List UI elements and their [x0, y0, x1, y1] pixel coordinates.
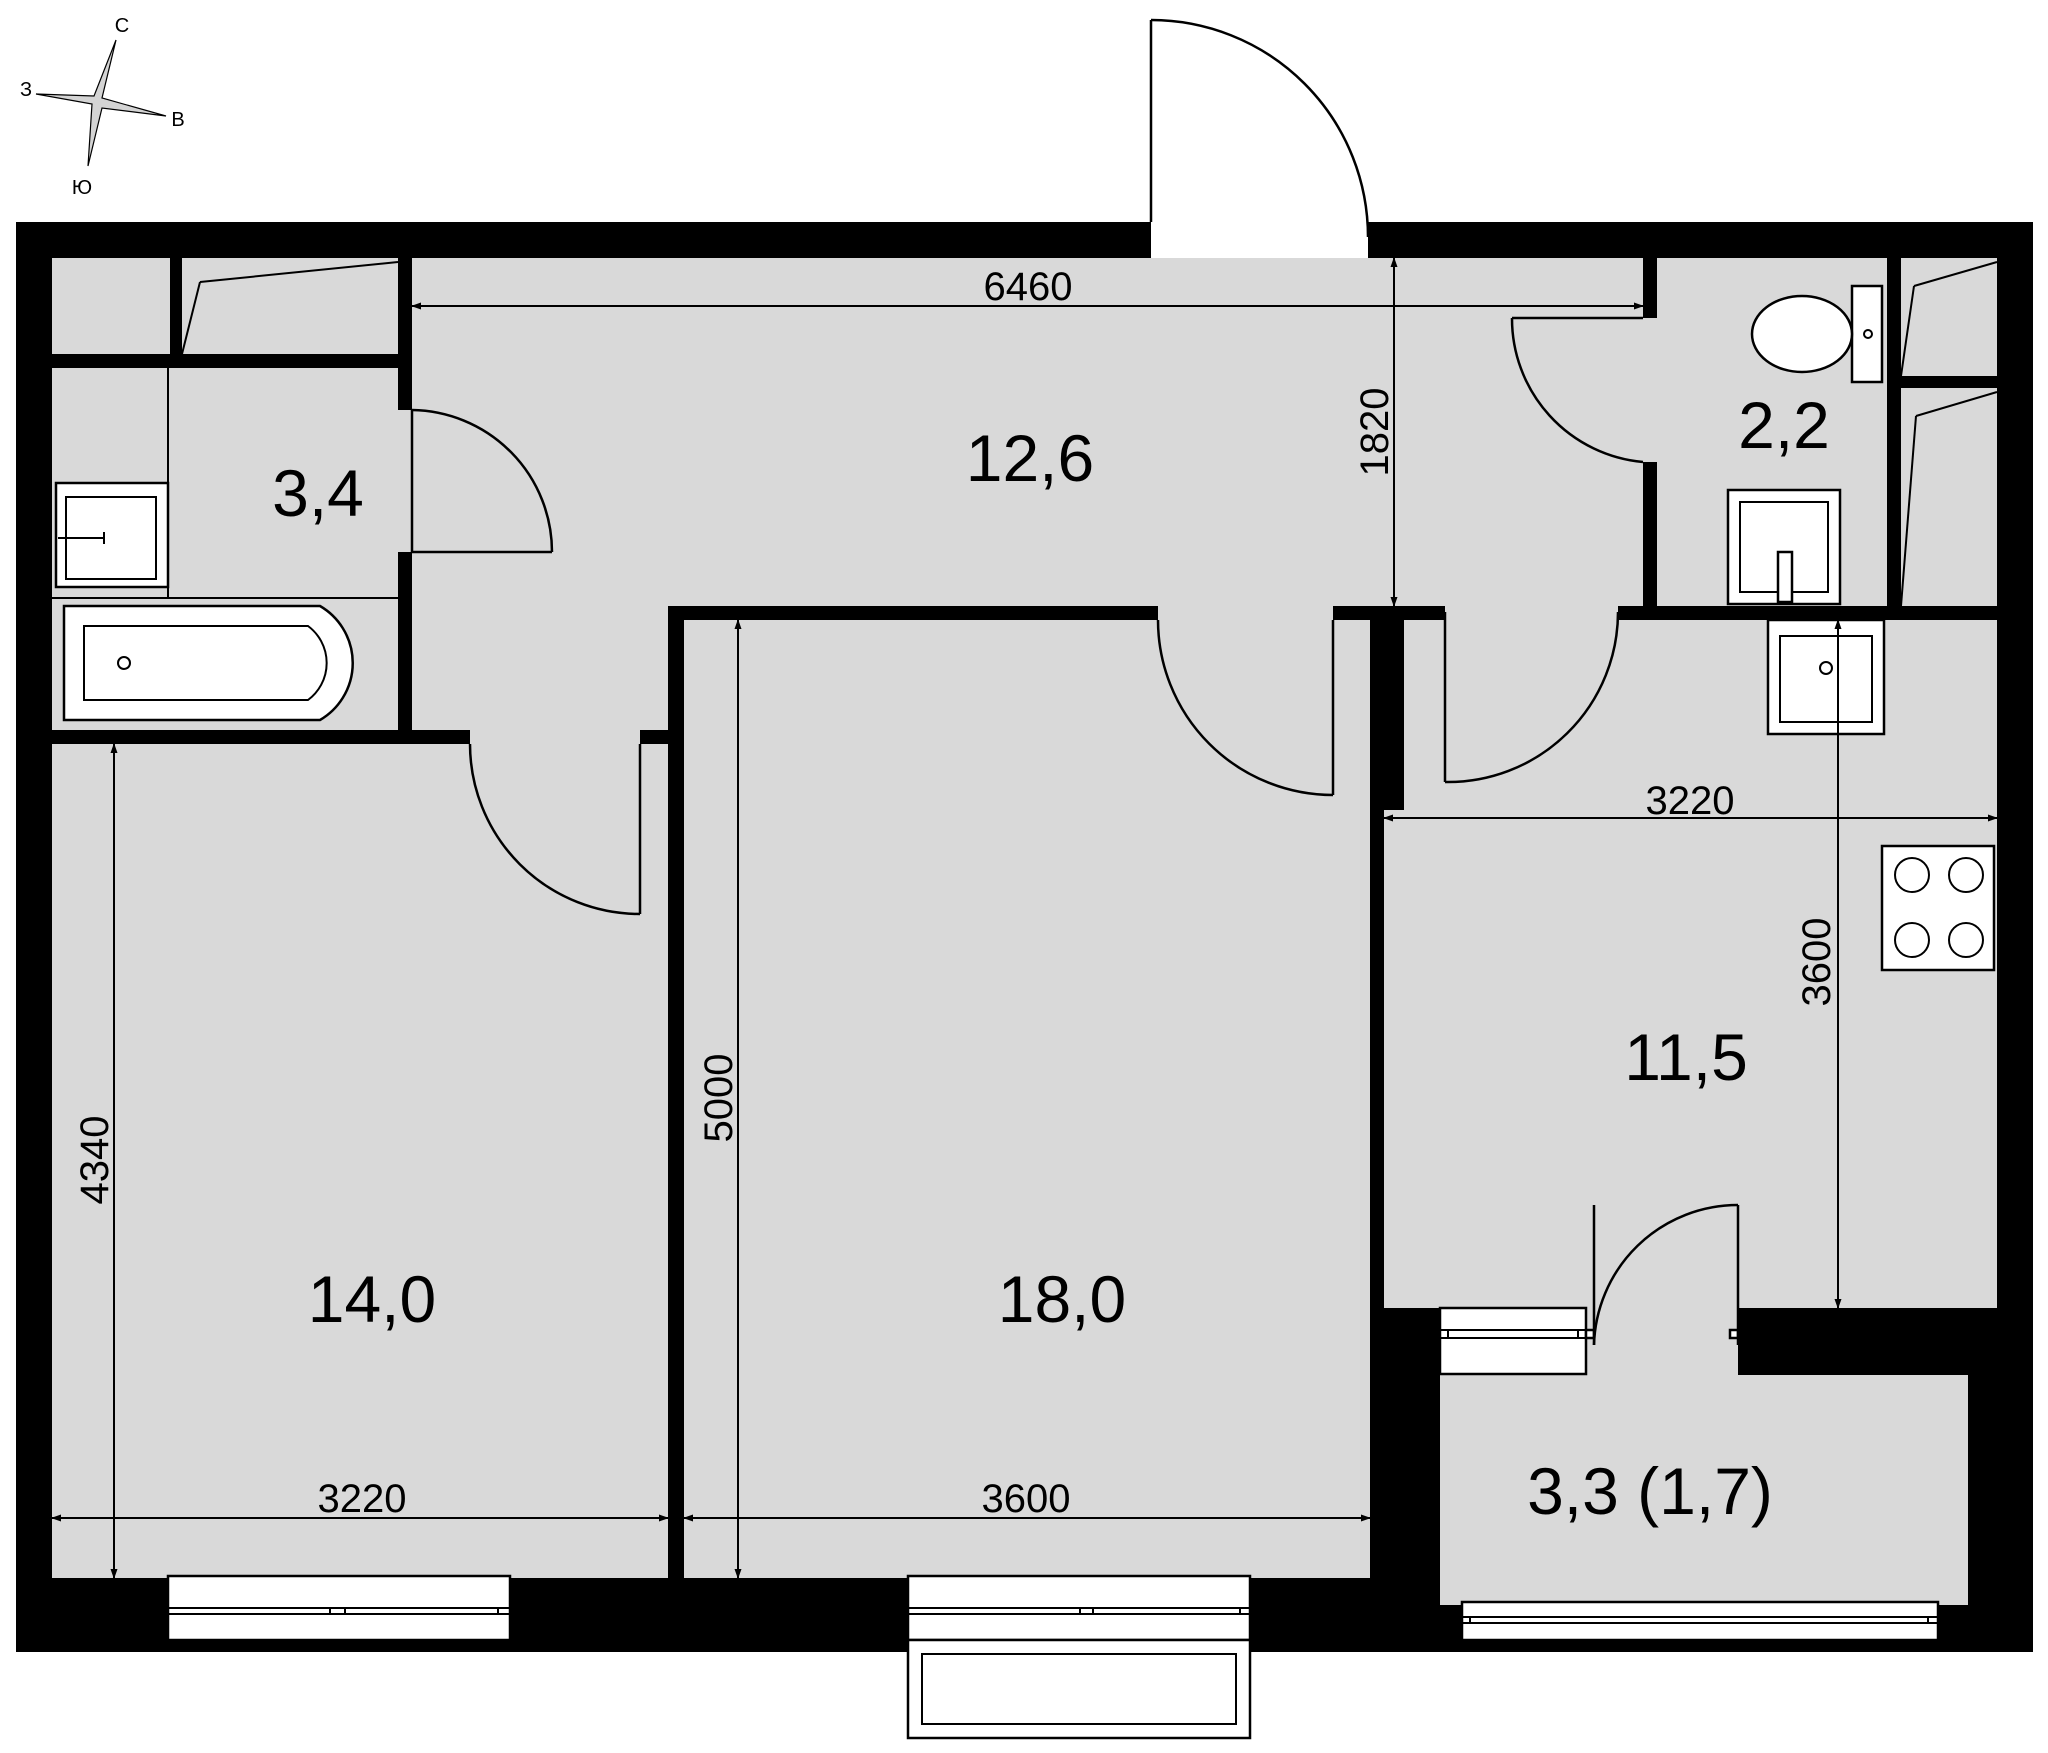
room-area-wc: 2,2 — [1738, 388, 1830, 462]
wall-wc-left-lower — [1643, 462, 1657, 620]
door-balcony — [1592, 1203, 1740, 1346]
stove — [1880, 844, 1996, 972]
compass-east: В — [171, 109, 184, 131]
wall-living-top-right — [1333, 606, 1445, 620]
door-living — [1156, 619, 1335, 797]
wall-storage-bottom — [52, 354, 408, 368]
compass-north: С — [115, 15, 129, 37]
wall-shaft-divider — [1901, 376, 1997, 388]
door-bathroom — [410, 408, 554, 554]
burner-icon — [1894, 922, 1930, 958]
drain-icon — [117, 656, 131, 670]
compass-west: З — [20, 79, 32, 101]
wall-living-top — [668, 606, 1158, 620]
dim-kitchen-width: 3220 — [1646, 779, 1735, 823]
dim-bedroom-width: 3220 — [318, 1477, 407, 1521]
floor-main — [52, 258, 1997, 1578]
wall-wc-bottom — [1618, 606, 1997, 620]
wall-top-left — [16, 222, 1151, 258]
wall-kitchen-left — [1370, 810, 1384, 1310]
wall-kitchen-left-post — [1370, 620, 1404, 810]
wall-kitchen-balcony — [1738, 1308, 1997, 1375]
burner-icon — [1948, 857, 1984, 893]
wc-sink — [1726, 488, 1842, 606]
bathroom-partition — [52, 368, 398, 599]
room-area-bedroom: 14,0 — [308, 1262, 436, 1336]
doors — [410, 18, 1740, 1346]
wall-wc-right — [1887, 258, 1901, 618]
french-balcony-living — [906, 1638, 1252, 1740]
wall-bedroom-living — [668, 606, 684, 1578]
dim-living-width: 3600 — [982, 1477, 1071, 1521]
windows — [166, 1306, 1940, 1740]
dim-hall-depth: 1820 — [1353, 388, 1397, 477]
fixtures — [52, 261, 1998, 972]
dim-bedroom-depth: 4340 — [73, 1116, 117, 1205]
wall-left — [16, 222, 52, 1652]
floor-balcony — [1440, 1375, 1968, 1605]
window-balcony — [1460, 1600, 1940, 1642]
compass: С В Ю З — [20, 15, 185, 199]
dimension-lines — [51, 257, 1998, 1579]
wall-bath-bottom-stub — [640, 730, 672, 744]
kitchen-sink — [1766, 618, 1886, 736]
room-area-bathroom: 3,4 — [272, 456, 364, 530]
door-entrance — [1149, 18, 1370, 258]
wall-bath-right-lower — [398, 552, 412, 730]
wall-bath-right-upper — [398, 258, 412, 410]
door-kitchen — [1443, 611, 1620, 784]
door-wc — [1510, 316, 1644, 464]
window-kitchen-balcony — [1438, 1306, 1740, 1376]
window-living — [906, 1574, 1252, 1642]
bathroom-sink — [54, 481, 170, 589]
wall-storage-divider — [170, 258, 182, 354]
wall-wc-left-upper — [1643, 258, 1657, 318]
wall-top-right — [1368, 222, 2033, 258]
window-bedroom — [166, 1574, 512, 1642]
dim-hall-width: 6460 — [984, 265, 1073, 309]
dim-living-depth: 5000 — [697, 1054, 741, 1143]
dim-kitchen-depth: 3600 — [1795, 918, 1839, 1007]
wall-bath-bottom — [52, 730, 470, 744]
room-area-living: 18,0 — [998, 1262, 1126, 1336]
compass-rose-icon — [35, 39, 167, 167]
floor-areas — [52, 258, 1997, 1605]
burner-icon — [1894, 857, 1930, 893]
shaft-closet-lower — [1900, 391, 1998, 607]
compass-south: Ю — [72, 177, 92, 199]
door-bedroom — [468, 743, 642, 916]
wall-balcony-left — [1370, 1308, 1440, 1652]
dimension-labels: 6460 1820 3220 3600 4340 3220 5000 3600 — [73, 265, 1839, 1521]
toilet — [1750, 284, 1884, 384]
room-area-hall: 12,6 — [966, 421, 1094, 495]
room-area-balcony: 3,3 (1,7) — [1527, 1454, 1773, 1528]
room-area-kitchen: 11,5 — [1624, 1020, 1748, 1094]
shaft-closet-upper — [1900, 261, 1998, 377]
bathtub — [62, 604, 354, 722]
storage-closet — [181, 261, 399, 355]
room-labels: 12,6 3,4 2,2 14,0 18,0 11,5 3,3 (1,7) — [272, 388, 1830, 1528]
burner-icon — [1948, 922, 1984, 958]
